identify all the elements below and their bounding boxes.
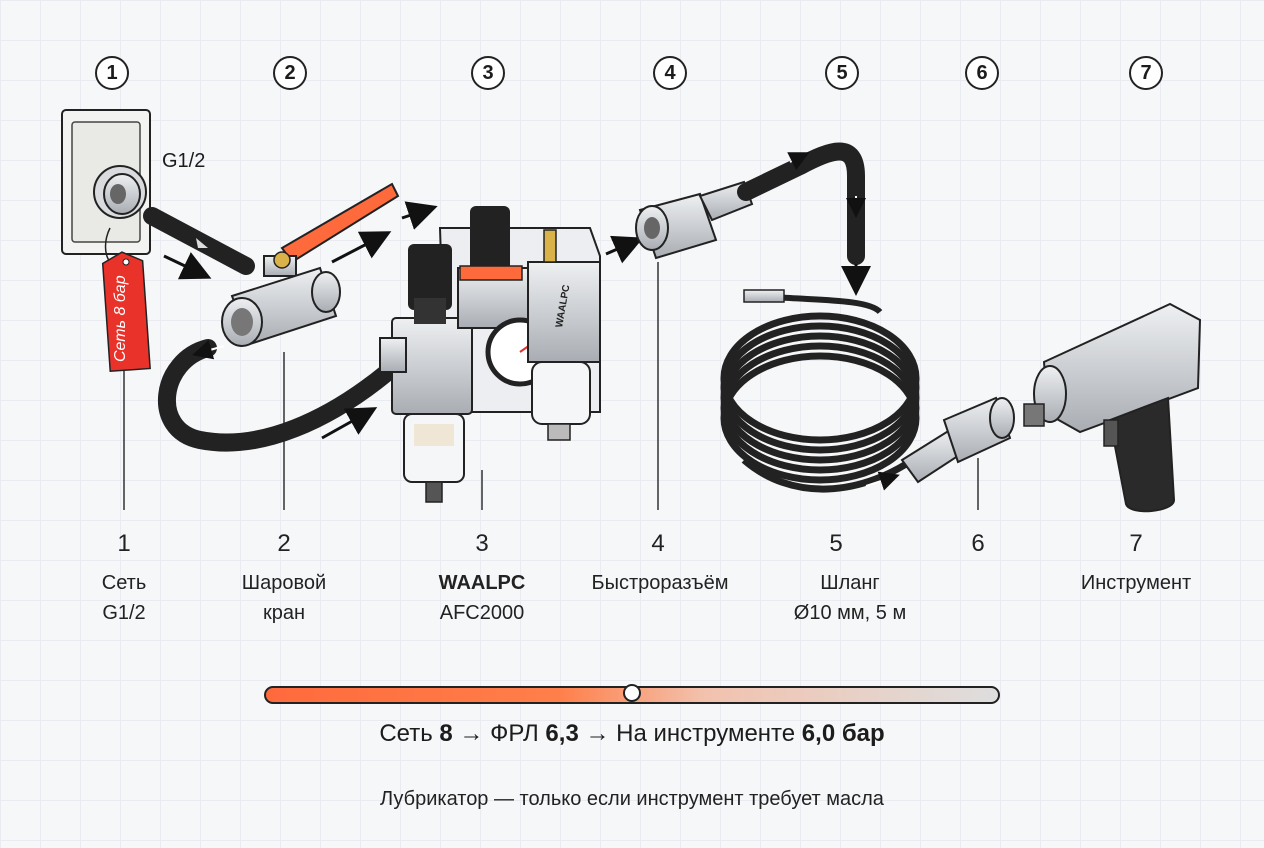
component-caption-4: Быстроразъём [591, 572, 729, 594]
hose-fitting [743, 289, 785, 303]
step-badge-5: 5 [825, 56, 859, 90]
wall-outlet-icon [61, 109, 151, 255]
step-badge-7: 7 [1129, 56, 1163, 90]
component-number-7: 7 [1129, 530, 1143, 557]
step-badge-6: 6 [965, 56, 999, 90]
step-badge-1: 1 [95, 56, 129, 90]
frl-unit-icon: WAALPC [379, 206, 601, 503]
quick-coupler-icon [635, 180, 754, 260]
pressure-summary: Сеть 8 → ФРЛ 6,3 → На инструменте 6,0 ба… [379, 720, 885, 747]
ball-valve-icon [221, 182, 400, 347]
component-number-6: 6 [971, 530, 985, 557]
network-tag-text: Сеть 8 бар [112, 275, 129, 362]
component-number-1: 1 [117, 530, 131, 557]
step-badge-4: 4 [653, 56, 687, 90]
pipe-segment [143, 207, 255, 275]
inlet-thread-label: G1/2 [162, 150, 206, 172]
pressure-bar-marker [623, 684, 641, 702]
lubricator-note: Лубрикатор — только если инструмент треб… [380, 788, 884, 810]
component-number-5: 5 [829, 530, 843, 557]
quick-coupler-icon [900, 396, 1015, 484]
component-number-4: 4 [651, 530, 665, 557]
component-caption-7: Инструмент [1080, 572, 1192, 594]
component-number-2: 2 [277, 530, 291, 557]
impact-wrench-icon [1023, 302, 1202, 513]
step-badge-2: 2 [273, 56, 307, 90]
network-tag-icon [101, 227, 151, 373]
coiled-hose-icon [720, 293, 927, 493]
pressure-bar [264, 684, 1000, 704]
component-number-3: 3 [475, 530, 489, 557]
step-badge-3: 3 [471, 56, 505, 90]
